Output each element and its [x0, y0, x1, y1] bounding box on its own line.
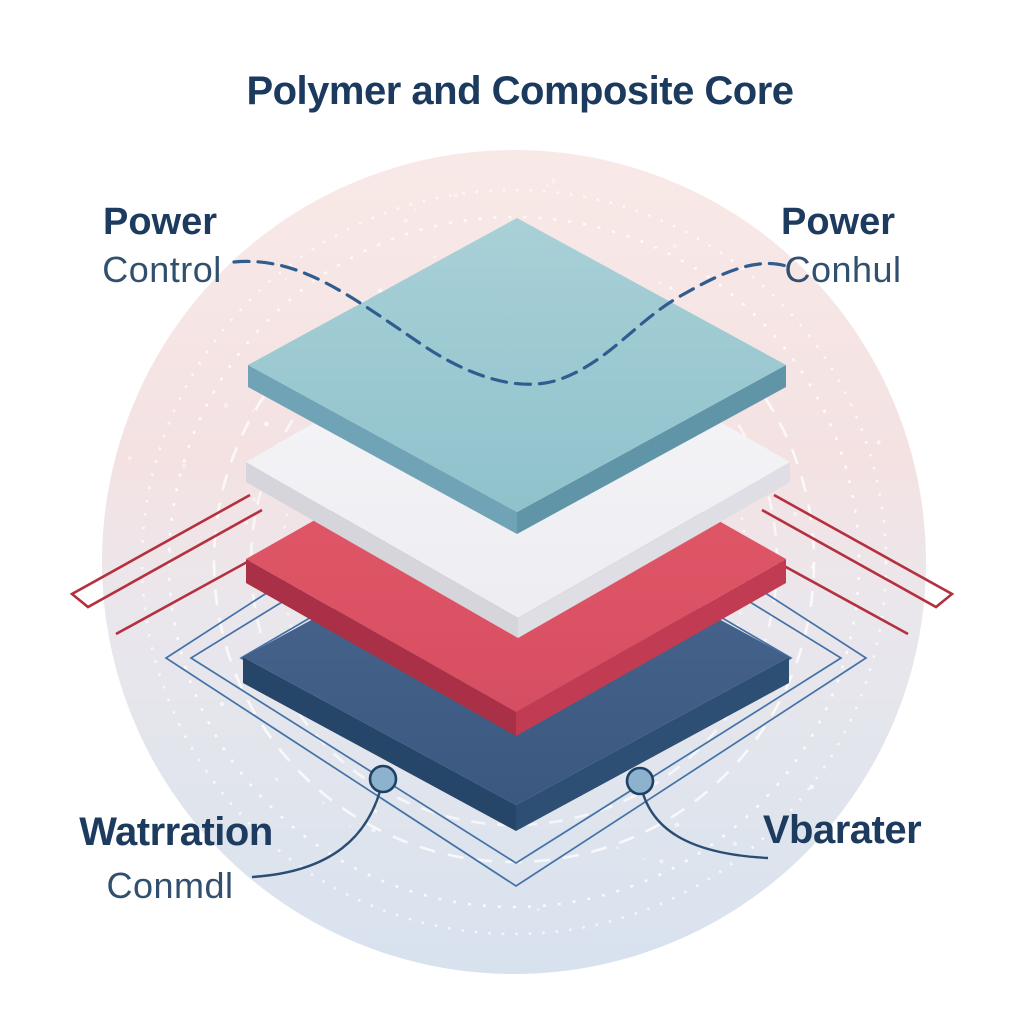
- callout-bottom-right: Vbarater: [763, 808, 922, 852]
- layer-red-left-face: [246, 559, 516, 736]
- page-title: Polymer and Composite Core: [246, 69, 793, 113]
- connector-bottom-left: [251, 779, 385, 879]
- callout-top-left: Power Control: [102, 201, 222, 290]
- callout-bottom-right-primary: Vbarater: [763, 808, 921, 852]
- layer-top-teal: [248, 218, 786, 534]
- layer-red-right-face: [516, 559, 786, 736]
- layer-navy-right-face: [516, 657, 789, 831]
- callout-bottom-left-secondary: Conmdl: [106, 865, 233, 906]
- callout-connectors: [251, 779, 769, 879]
- connector-bottom-right: [638, 780, 769, 860]
- layer-white-right-face: [518, 462, 790, 638]
- callout-bottom-left-primary: Watrration: [79, 810, 273, 854]
- layer-teal-left-face: [248, 365, 517, 534]
- layer-white-left-face: [246, 462, 518, 638]
- layer-teal-right-face: [517, 365, 786, 534]
- layer-navy-left-face: [243, 657, 516, 831]
- callout-top-left-primary: Power: [103, 201, 217, 243]
- callout-top-right: Power Conhul: [781, 201, 901, 290]
- callout-top-right-secondary: Conhul: [784, 249, 901, 290]
- layer-teal-top-face: [248, 218, 786, 512]
- chevron-left-outline: [69, 493, 263, 609]
- marker-dot-right: [625, 766, 655, 796]
- marker-dot-left: [368, 764, 398, 794]
- dashed-connector-line: [232, 259, 791, 386]
- marker-dots: [368, 764, 655, 796]
- callout-bottom-left: Watrration Conmdl: [79, 810, 273, 906]
- callout-top-left-secondary: Control: [102, 249, 222, 290]
- callout-top-right-primary: Power: [781, 201, 895, 243]
- chevron-right-outline: [761, 493, 955, 609]
